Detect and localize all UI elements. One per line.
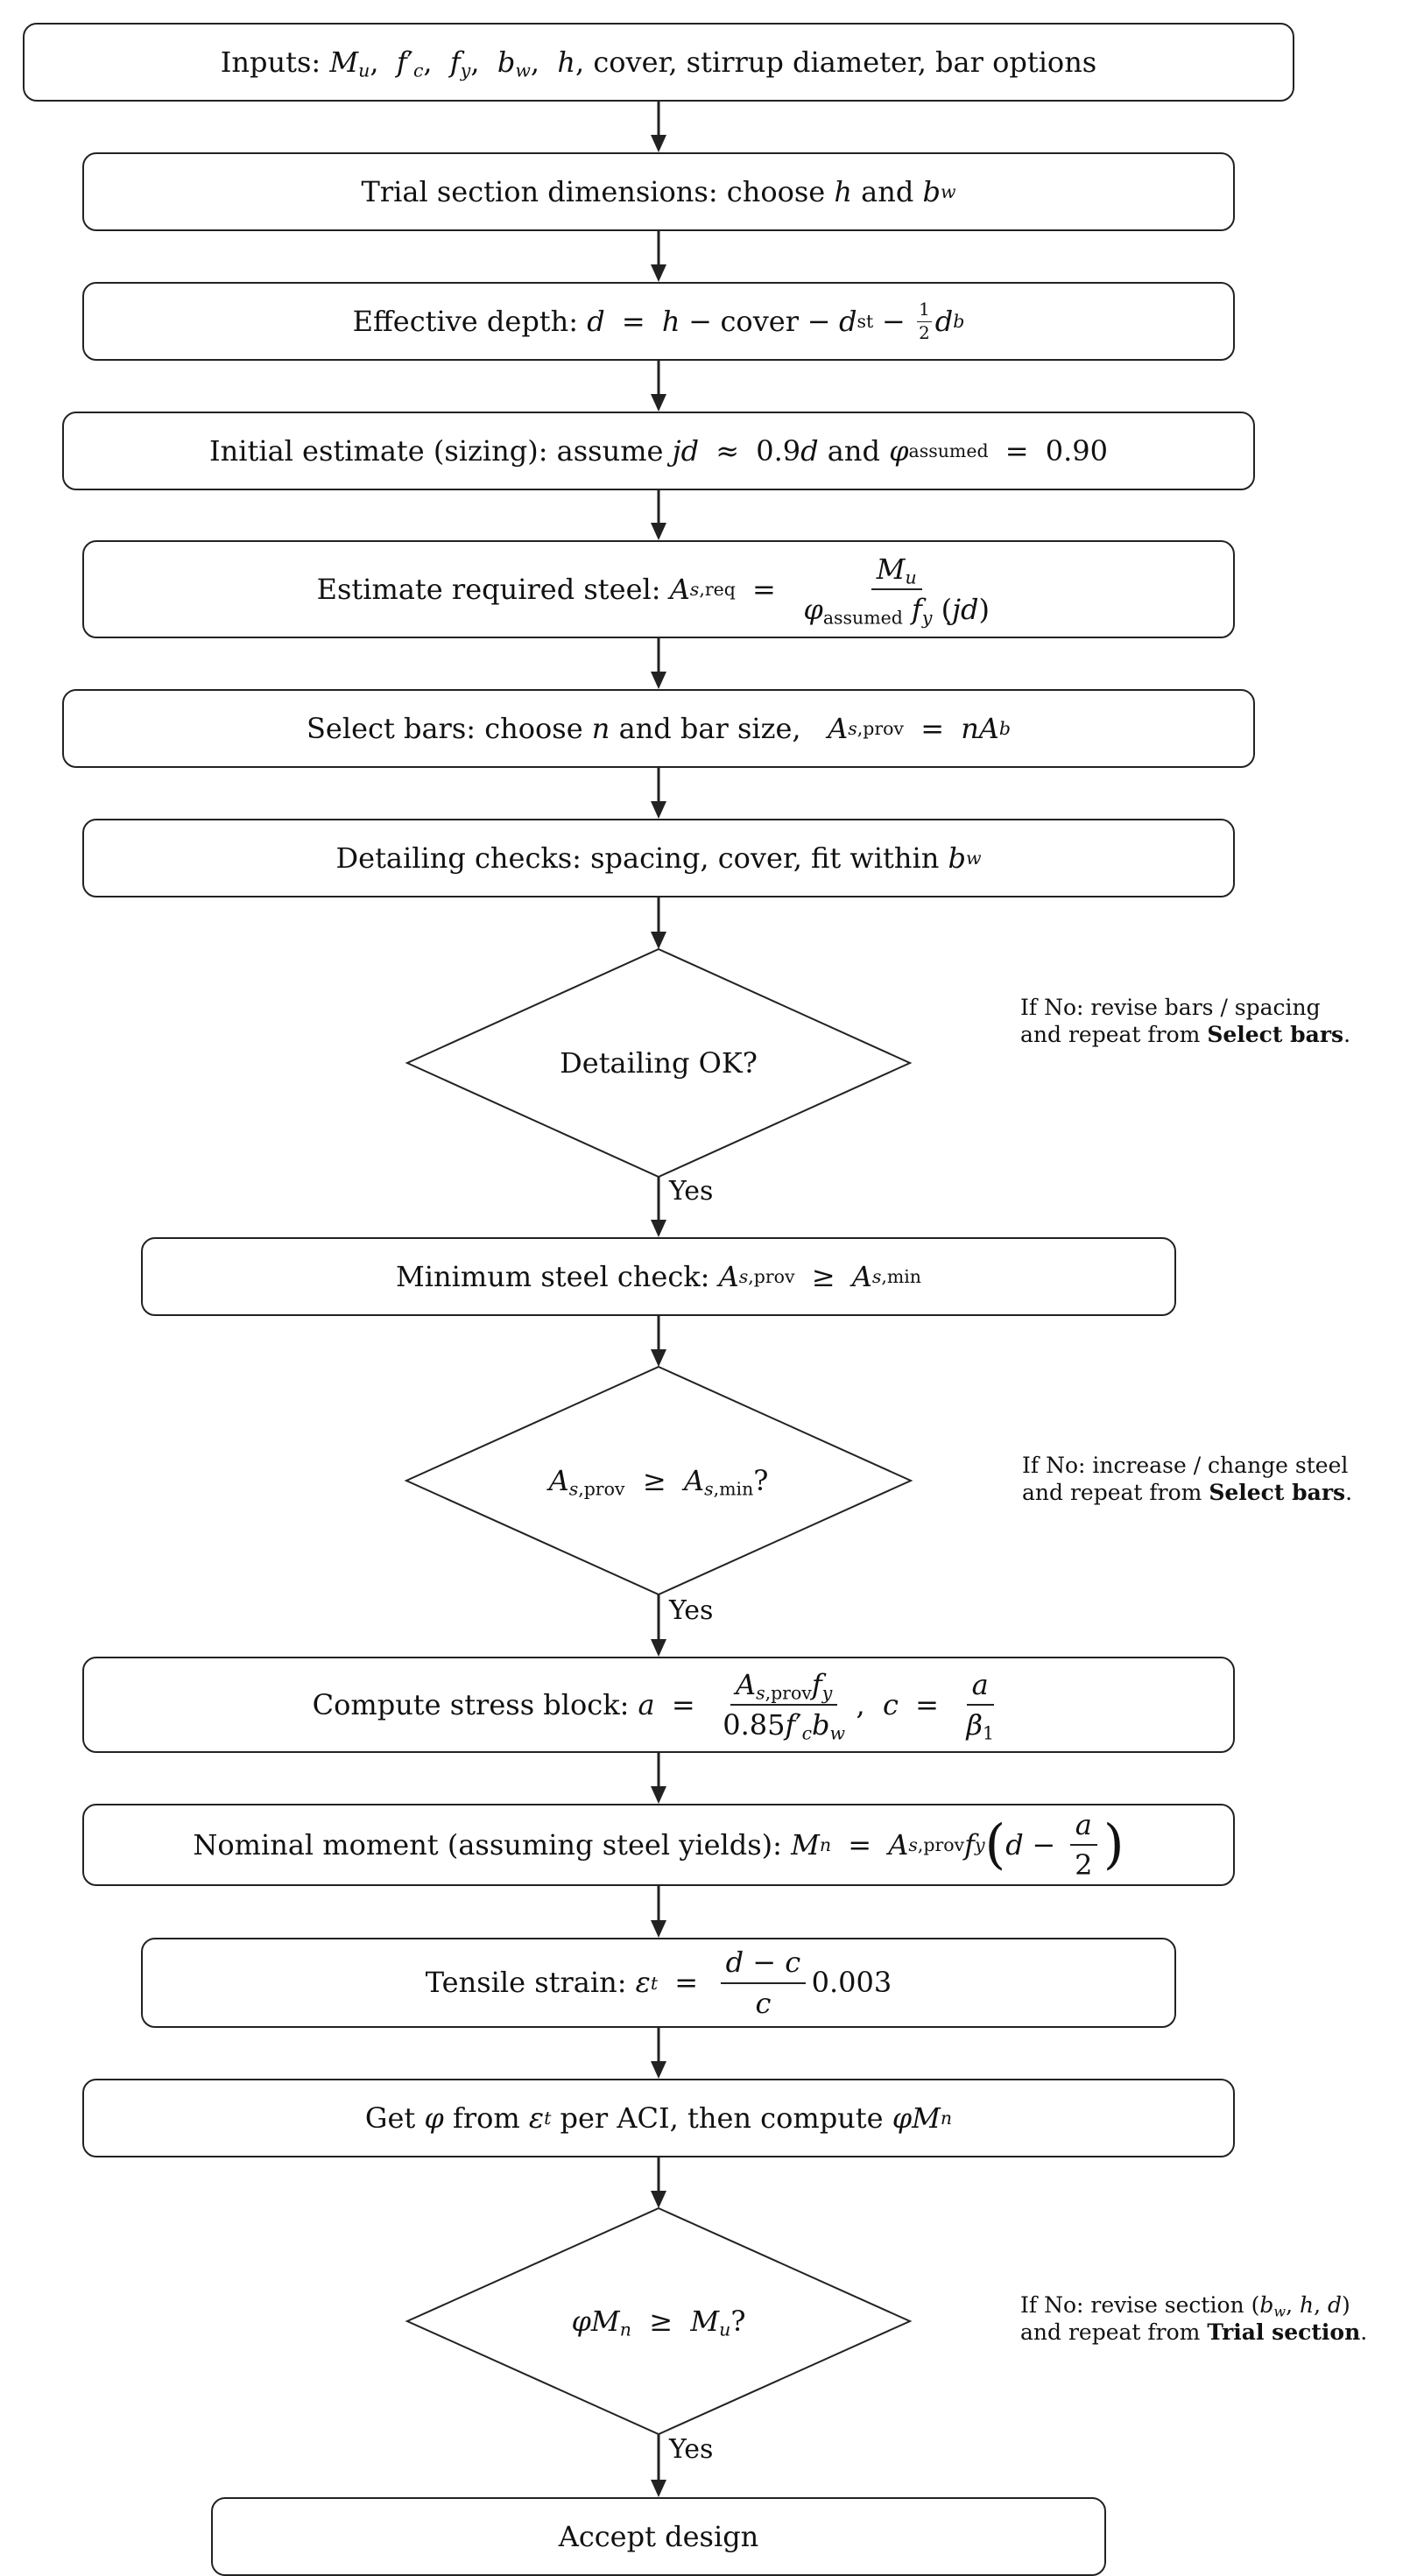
initial-estimate-box: Initial estimate (sizing): assume jd≈0.9… — [62, 412, 1255, 490]
flow-arrow — [651, 1886, 666, 1938]
min-steel-no-note: If No: increase / change steel and repea… — [1022, 1453, 1353, 1505]
inputs-box: Inputs: Mu, f′c, fy, bw, h, cover, stirr… — [23, 23, 1294, 102]
flow-arrow — [651, 231, 666, 282]
min-steel-decision: As,prov ≥ As,min? — [548, 1464, 769, 1500]
flow-arrow — [651, 102, 666, 152]
flow-arrow — [651, 1594, 666, 1657]
flow-arrow — [651, 2028, 666, 2079]
flow-arrow — [651, 768, 666, 819]
strength-no-note: If No: revise section (bw, h, d) and rep… — [1020, 2292, 1368, 2345]
detailing-no-note: If No: revise bars / spacing and repeat … — [1020, 995, 1351, 1047]
flow-arrow — [651, 638, 666, 689]
strength-yes-label: Yes — [669, 2434, 714, 2465]
accept-design-box: Accept design — [211, 2497, 1106, 2576]
trial-section-box: Trial section dimensions: choose h and b… — [82, 152, 1235, 231]
detailing-ok-decision: Detailing OK? — [560, 1046, 758, 1080]
flow-arrow — [651, 1316, 666, 1367]
strength-decision: φMn ≥ Mu? — [571, 2305, 746, 2340]
flow-arrow — [651, 2434, 666, 2497]
nominal-moment-box: Nominal moment (assuming steel yields): … — [82, 1804, 1235, 1886]
flow-arrow — [651, 2157, 666, 2208]
flow-arrow — [651, 490, 666, 540]
detailing-yes-label: Yes — [669, 1176, 714, 1207]
flow-arrow — [651, 361, 666, 412]
detailing-checks-box: Detailing checks: spacing, cover, fit wi… — [82, 819, 1235, 897]
flow-arrow — [651, 1177, 666, 1237]
min-steel-yes-label: Yes — [669, 1595, 714, 1626]
flow-arrow — [651, 1753, 666, 1804]
flow-arrow — [651, 897, 666, 949]
